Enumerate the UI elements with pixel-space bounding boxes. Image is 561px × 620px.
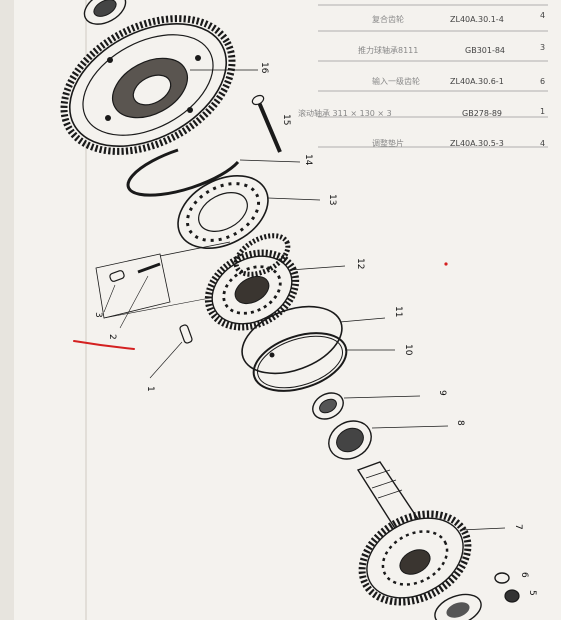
label-part-12: 12	[355, 258, 365, 269]
parts-2-3-box	[95, 241, 231, 329]
bottom-bearing	[434, 593, 482, 620]
part-9-bearing	[312, 392, 421, 420]
label-part-5: 5	[527, 590, 537, 596]
label-part-7: 7	[513, 524, 523, 530]
label-part-15: 15	[281, 114, 291, 125]
top-bearing	[83, 0, 127, 25]
label-part-16: 16	[259, 62, 269, 74]
table-cell-no: 3	[540, 43, 545, 52]
table-cell-name: 推力球轴承8111	[358, 45, 418, 55]
table-row: 6 ZL40A.30.6-1 输入一级齿轮	[372, 76, 545, 86]
part-8-roller-bearing	[328, 420, 449, 460]
part-16-large-gear	[60, 15, 236, 155]
label-part-2: 2	[107, 334, 117, 340]
part-10-snap-ring	[252, 332, 395, 392]
table-cell-code: GB301-84	[465, 46, 505, 55]
part-15-bolt	[251, 94, 282, 153]
table-cell-no: 1	[540, 107, 545, 116]
table-cell-code: ZL40A.30.1-4	[450, 15, 504, 24]
table-cell-code: ZL40A.30.5-3	[450, 139, 504, 148]
label-part-11: 11	[393, 306, 403, 317]
table-cell-no: 4	[540, 139, 545, 148]
label-part-3: 3	[93, 312, 103, 318]
parts-table	[318, 4, 548, 148]
scan-edge-left	[0, 0, 14, 620]
table-row: 1 GB278-89 滚动轴承 311 × 130 × 3	[298, 107, 545, 118]
part-1-pin	[149, 324, 193, 379]
label-part-14: 14	[303, 154, 313, 166]
table-cell-no: 4	[540, 11, 545, 20]
parts-table-rows: 4 ZL40A.30.1-4 复合齿轮 3 GB301-84 推力球轴承8111…	[298, 11, 545, 148]
part-14-snap-ring	[126, 148, 301, 197]
part-12-double-gear	[204, 233, 346, 331]
table-cell-name: 复合齿轮	[372, 14, 404, 24]
part-11-ring	[241, 305, 386, 375]
label-part-13: 13	[327, 194, 337, 205]
table-row: 3 GB301-84 推力球轴承8111	[358, 43, 545, 55]
label-part-10: 10	[403, 344, 413, 356]
table-row: 4 ZL40A.30.5-3 调整垫片	[372, 138, 545, 148]
part-5-nut	[504, 589, 520, 603]
table-cell-code: ZL40A.30.6-1	[450, 77, 504, 86]
red-dot-mark	[444, 262, 448, 266]
table-cell-no: 6	[540, 77, 545, 86]
table-cell-name: 滚动轴承 311 × 130 × 3	[298, 108, 392, 118]
label-part-1: 1	[145, 386, 155, 392]
label-part-6: 6	[519, 572, 529, 578]
red-annotation-mark	[73, 340, 135, 350]
table-cell-name: 调整垫片	[372, 138, 404, 148]
table-cell-code: GB278-89	[462, 109, 502, 118]
table-cell-name: 输入一级齿轮	[372, 76, 420, 86]
table-row: 4 ZL40A.30.1-4 复合齿轮	[372, 11, 545, 24]
part-7-gear	[358, 510, 506, 606]
label-part-8: 8	[455, 420, 465, 426]
part-6-washer	[494, 572, 510, 584]
label-part-9: 9	[437, 390, 447, 396]
part-13-thrust-plate	[177, 175, 321, 249]
